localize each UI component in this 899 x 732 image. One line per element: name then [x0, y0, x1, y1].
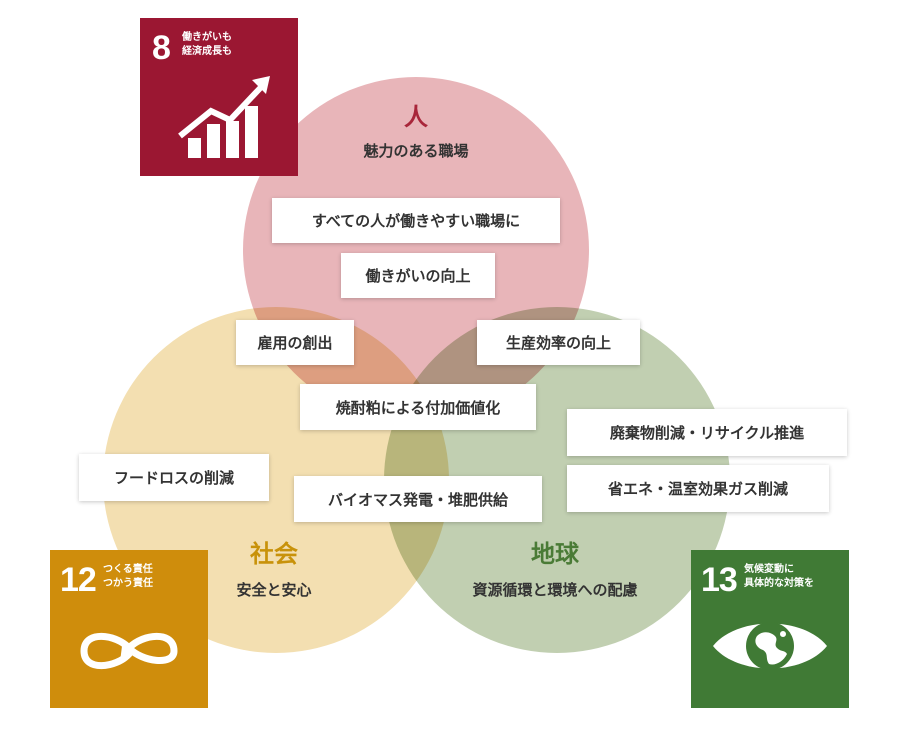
label-people-workplace: すべての人が働きやすい職場に	[272, 198, 560, 243]
goal-8-title-line1: 働きがいも	[182, 32, 232, 43]
people-title: 人	[404, 103, 428, 131]
sdg-goal-13-badge: 13 気候変動に 具体的な対策を	[691, 550, 849, 708]
goal-13-title-line2: 具体的な対策を	[744, 578, 814, 589]
label-job-creation: 雇用の創出	[236, 320, 354, 365]
earth-title: 地球	[531, 540, 579, 568]
sdg-goal-8-badge: 8 働きがいも 経済成長も	[140, 18, 298, 176]
label-productivity: 生産効率の向上	[477, 320, 640, 365]
goal-13-number: 13	[701, 561, 738, 599]
goal-12-title: つくる責任 つかう責任	[103, 563, 153, 591]
label-job-satisfaction: 働きがいの向上	[341, 253, 495, 298]
sdg-goal-12-badge: 12 つくる責任 つかう責任	[50, 550, 208, 708]
infinity-loop-icon	[80, 632, 178, 670]
label-energy-ghg: 省エネ・温室効果ガス削減	[567, 465, 829, 512]
goal-12-title-line1: つくる責任	[103, 564, 153, 575]
eye-globe-icon	[713, 622, 827, 670]
label-waste-recycling: 廃棄物削減・リサイクル推進	[567, 409, 847, 456]
label-shochu-value: 焼酎粕による付加価値化	[300, 384, 536, 430]
goal-12-number: 12	[60, 561, 97, 599]
goal-8-number: 8	[152, 29, 171, 67]
label-food-loss: フードロスの削減	[79, 454, 269, 501]
label-biomass: バイオマス発電・堆肥供給	[294, 476, 542, 522]
goal-13-title: 気候変動に 具体的な対策を	[744, 563, 814, 591]
growth-chart-icon	[178, 76, 270, 158]
goal-12-title-line2: つかう責任	[103, 578, 153, 589]
people-subtitle: 魅力のある職場	[363, 142, 469, 160]
society-title: 社会	[250, 540, 298, 568]
earth-subtitle: 資源循環と環境への配慮	[472, 581, 638, 599]
society-subtitle: 安全と安心	[236, 581, 312, 599]
goal-8-title: 働きがいも 経済成長も	[182, 31, 232, 59]
goal-13-title-line1: 気候変動に	[744, 564, 794, 575]
goal-8-title-line2: 経済成長も	[182, 46, 232, 57]
